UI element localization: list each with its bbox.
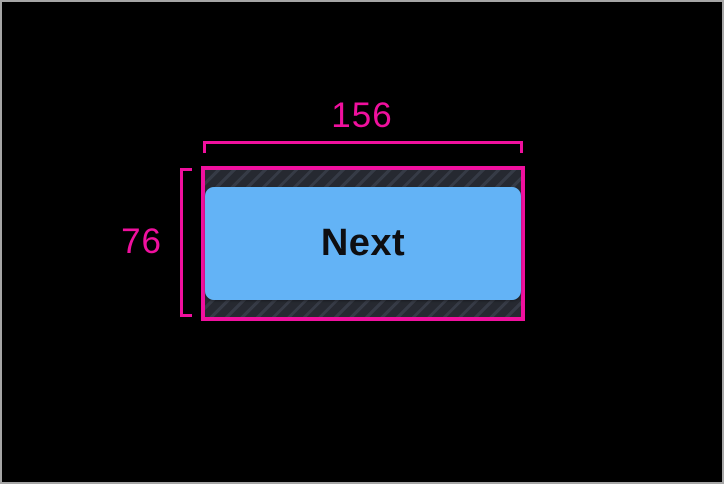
next-button[interactable]: Next (205, 187, 521, 300)
width-measurement-bracket (203, 141, 523, 153)
padding-hatch-overlay: Next (205, 170, 521, 317)
height-measurement-bracket (180, 168, 192, 317)
inspector-selection-box: Next (201, 166, 525, 321)
height-dimension-label: 76 (121, 222, 162, 261)
width-dimension-label: 156 (331, 96, 393, 135)
